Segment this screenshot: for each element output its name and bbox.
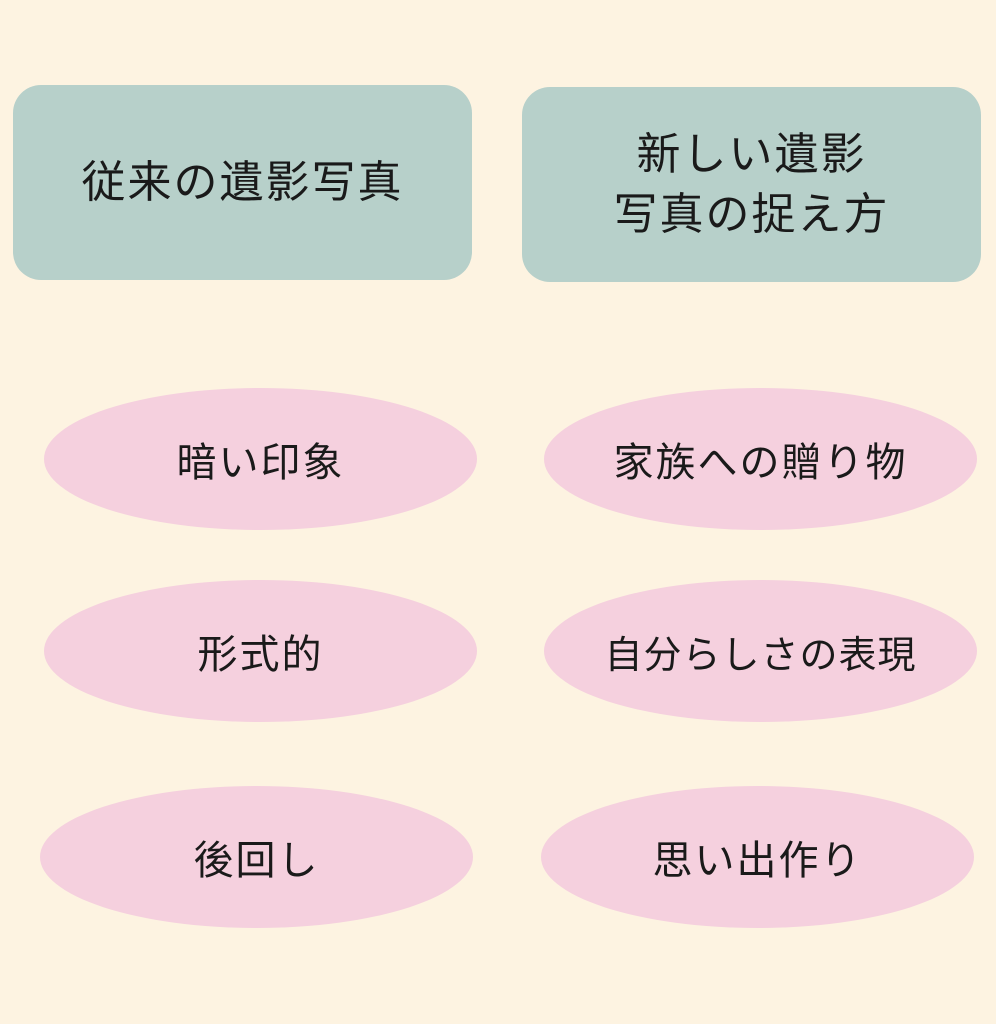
traditional-item-dark-impression: 暗い印象 [44,388,477,530]
traditional-item-formal: 形式的 [44,580,477,722]
header-new-label: 新しい遺影 写真の捉え方 [614,125,890,244]
traditional-item-label: 暗い印象 [176,440,345,486]
new-item-label: 自分らしさの表現 [604,632,917,677]
new-item-label: 家族への贈り物 [613,440,908,486]
new-item-label: 思い出作り [652,838,863,884]
new-item-self-expression: 自分らしさの表現 [544,580,977,722]
new-item-gift-to-family: 家族への贈り物 [544,388,977,530]
header-new: 新しい遺影 写真の捉え方 [522,87,981,282]
header-traditional: 従来の遺影写真 [13,85,472,280]
new-item-making-memories: 思い出作り [541,786,974,928]
header-traditional-label: 従来の遺影写真 [81,156,404,208]
traditional-item-label: 後回し [193,838,320,884]
header-new-line-2: 写真の捉え方 [613,188,890,240]
traditional-item-label: 形式的 [197,632,324,678]
traditional-item-postponed: 後回し [40,786,473,928]
header-new-line-1: 新しい遺影 [636,129,867,181]
